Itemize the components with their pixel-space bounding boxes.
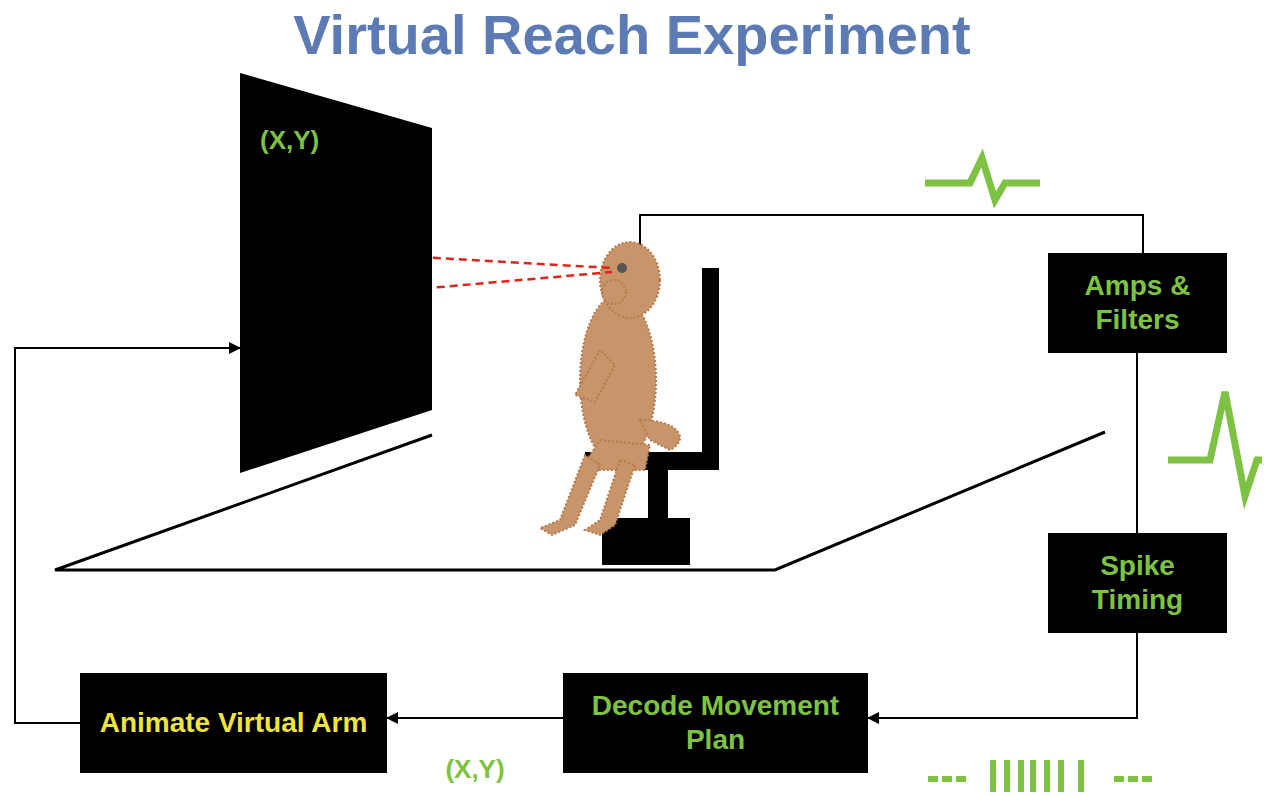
- coordinate-label: (X,Y): [260, 125, 319, 156]
- box-label: Decode Movement Plan: [575, 689, 856, 756]
- filtered-waveform: [1168, 392, 1262, 496]
- electrode-wire: [640, 215, 1143, 253]
- floor-outline: [55, 432, 1105, 570]
- diagram-title: Virtual Reach Experiment: [0, 2, 1264, 67]
- monkey: [540, 242, 680, 535]
- coordinate-label: (X,Y): [442, 754, 507, 785]
- box-label: Animate Virtual Arm: [100, 706, 368, 740]
- raw-waveform: [925, 158, 1040, 200]
- spike-raster: [928, 760, 1152, 792]
- process-box: Amps & Filters: [1048, 253, 1227, 353]
- connector: [387, 717, 563, 719]
- connector: [868, 633, 1137, 718]
- process-box: Animate Virtual Arm: [80, 673, 387, 773]
- display-screen: (X,Y): [240, 73, 432, 473]
- monkey-eye: [617, 263, 627, 273]
- connector: [15, 348, 240, 723]
- box-label: Spike Timing: [1060, 549, 1215, 616]
- box-label: Amps & Filters: [1060, 269, 1215, 336]
- process-box: Decode Movement Plan: [563, 673, 868, 773]
- process-box: Spike Timing: [1048, 533, 1227, 633]
- connector: [1136, 353, 1138, 533]
